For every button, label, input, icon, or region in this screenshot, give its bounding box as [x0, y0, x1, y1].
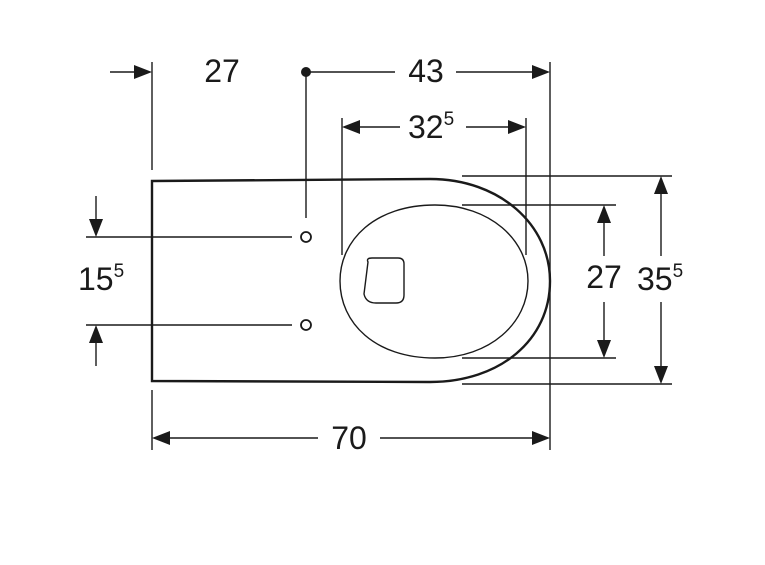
dim-label-43: 43	[408, 53, 444, 89]
arrowhead	[532, 431, 550, 445]
dim-label-32-5: 325	[408, 109, 454, 145]
drain-outlet	[363, 257, 405, 304]
arrowhead	[597, 205, 611, 223]
arrowhead	[342, 120, 360, 134]
bowl-opening	[339, 204, 529, 359]
toilet-outline	[150, 177, 552, 384]
arrowhead	[134, 65, 152, 79]
arrowhead	[532, 65, 550, 79]
arrowhead	[597, 340, 611, 358]
fixing-hole-lower	[300, 319, 312, 331]
arrowhead	[152, 431, 170, 445]
arrowhead	[654, 366, 668, 384]
dim-label-70: 70	[331, 420, 367, 456]
arrowhead	[89, 219, 103, 237]
dim-label-15-5: 155	[78, 261, 124, 297]
arrowhead	[654, 176, 668, 194]
dim-label-27-right: 27	[586, 259, 622, 295]
dim-label-27-left: 27	[204, 53, 240, 89]
dim-label-35-5: 355	[637, 261, 683, 297]
arrowhead	[508, 120, 526, 134]
arrowhead	[89, 325, 103, 343]
fixing-hole-upper	[300, 231, 312, 243]
